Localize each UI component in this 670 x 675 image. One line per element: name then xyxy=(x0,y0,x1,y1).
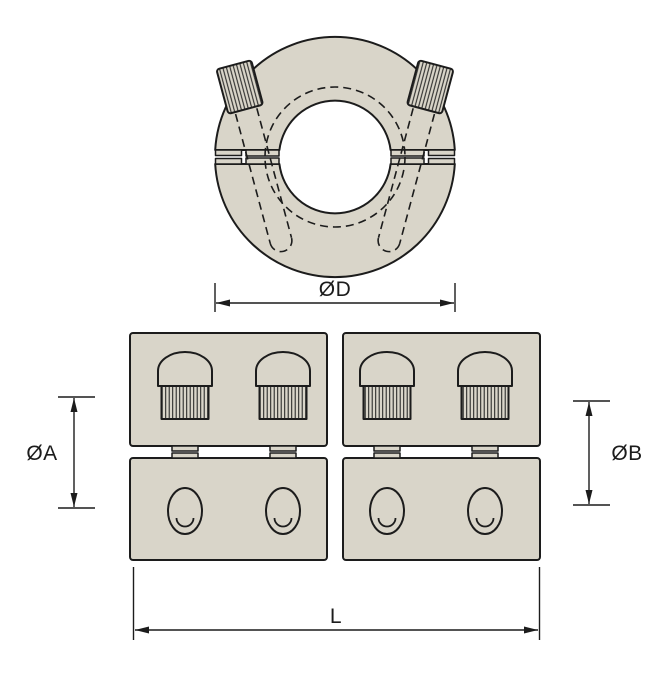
hole-bottom-arc xyxy=(175,517,195,528)
arrowhead-right-icon xyxy=(524,626,538,634)
arrowhead-up-icon xyxy=(585,402,593,416)
hidden-screw-hole-line xyxy=(256,108,293,238)
dim-label-bore-b: ØB xyxy=(611,442,642,465)
hidden-hole-bottom-arc xyxy=(377,237,401,253)
screw-hole xyxy=(167,487,203,535)
dim-label-bore-a: ØA xyxy=(26,442,57,465)
hidden-screw-hole-line xyxy=(377,108,414,238)
split-tab xyxy=(269,452,297,459)
side-view xyxy=(129,332,541,561)
arrowhead-left-icon xyxy=(216,299,230,307)
dim-label-outer-diameter: ØD xyxy=(319,278,352,301)
arrowhead-down-icon xyxy=(585,490,593,504)
split-step xyxy=(214,149,243,157)
body-bottom-left xyxy=(129,457,328,561)
screw-cap-top xyxy=(457,351,513,387)
screw-cap-top xyxy=(157,351,213,387)
screw-knurled-head-icon xyxy=(460,385,510,420)
screw-hole xyxy=(369,487,405,535)
hole-outline xyxy=(467,487,503,535)
cap-screw xyxy=(255,351,311,420)
split-tab xyxy=(269,445,297,452)
hidden-bore-circle xyxy=(264,86,406,228)
cap-screw xyxy=(457,351,513,420)
hidden-screw-hole-line xyxy=(234,113,272,244)
hole-outline xyxy=(369,487,405,535)
body-bottom-right xyxy=(342,457,541,561)
clamp-screw-left xyxy=(216,59,293,253)
screw-cap-top xyxy=(255,351,311,387)
split-tab xyxy=(390,157,425,165)
dimension-length: L xyxy=(132,567,541,640)
arrowhead-down-icon xyxy=(70,493,78,507)
cap-screw xyxy=(157,351,213,420)
screw-cap-top xyxy=(359,351,415,387)
split-step xyxy=(427,149,456,157)
split-tab xyxy=(471,452,499,459)
dimension-outer-diameter: ØD xyxy=(214,278,456,312)
hole-outline xyxy=(265,487,301,535)
clamp-screw-head-icon xyxy=(406,59,454,115)
hidden-screw-hole-line xyxy=(398,113,436,244)
clamp-screw-right xyxy=(377,59,454,253)
split-step xyxy=(427,157,456,165)
screw-hole xyxy=(467,487,503,535)
arrowhead-up-icon xyxy=(70,398,78,412)
split-tab xyxy=(245,149,280,157)
split-gap-tabs xyxy=(171,445,499,459)
hole-bottom-arc xyxy=(475,517,495,528)
split-tab xyxy=(171,445,199,452)
hidden-hole-bottom-arc xyxy=(269,237,293,253)
screw-hole xyxy=(265,487,301,535)
screw-knurled-head-icon xyxy=(362,385,412,420)
collar-bottom-half xyxy=(214,163,456,279)
dimension-bore-a: ØA xyxy=(26,396,95,509)
split-tab xyxy=(390,149,425,157)
split-step xyxy=(214,157,243,165)
hole-outline xyxy=(167,487,203,535)
split-tab xyxy=(373,445,401,452)
split-tab xyxy=(245,157,280,165)
split-tab xyxy=(171,452,199,459)
cap-screw xyxy=(359,351,415,420)
hole-bottom-arc xyxy=(273,517,293,528)
dimension-bore-b: ØB xyxy=(573,400,642,506)
split-tab xyxy=(471,445,499,452)
dim-label-length: L xyxy=(330,605,342,628)
split-tab xyxy=(373,452,401,459)
screw-knurled-head-icon xyxy=(258,385,308,420)
front-view xyxy=(214,35,456,279)
hole-bottom-arc xyxy=(377,517,397,528)
arrowhead-right-icon xyxy=(440,299,454,307)
collar-top-half xyxy=(214,35,456,151)
clamp-screw-head-icon xyxy=(216,59,264,115)
arrowhead-left-icon xyxy=(135,626,149,634)
screw-knurled-head-icon xyxy=(160,385,210,420)
